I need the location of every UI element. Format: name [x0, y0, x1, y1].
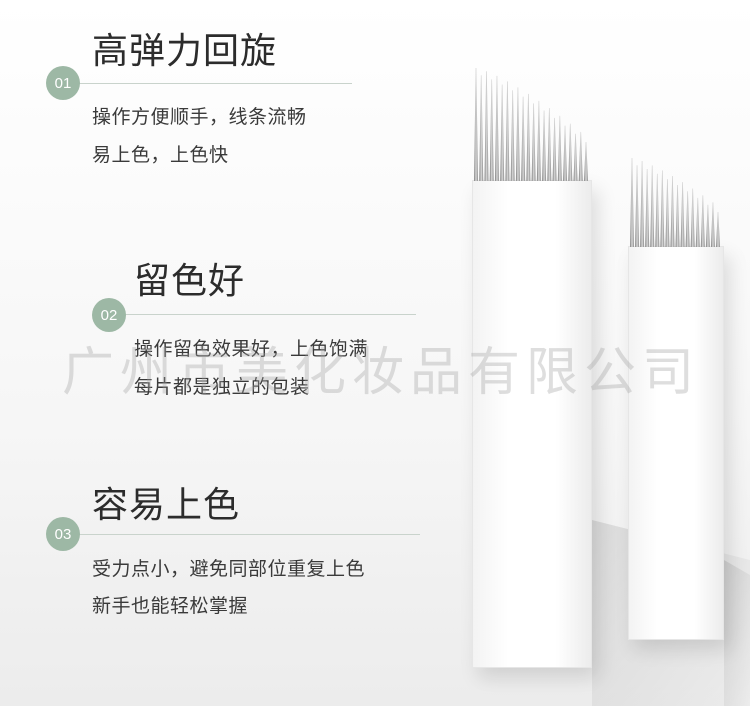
feature-1-line-2: 易上色，上色快	[92, 144, 229, 166]
large-blade-needle	[521, 96, 526, 181]
feature-1-line-1: 操作方便顺手，线条流畅	[92, 106, 307, 128]
large-blade-needle	[542, 110, 547, 181]
large-blade-needle	[494, 75, 499, 181]
large-blade-needle	[547, 108, 552, 181]
large-blade-needle	[510, 90, 515, 181]
feature-2-badge: 02	[92, 298, 126, 332]
feature-2-title: 留色好	[134, 261, 246, 302]
small-blade-needle	[670, 176, 675, 247]
small-blade-needle	[710, 202, 715, 247]
large-blade-needle	[500, 84, 505, 181]
small-blade-needle	[650, 165, 655, 247]
feature-3-divider	[62, 534, 420, 535]
small-blade-needle	[695, 197, 700, 247]
small-blade-needle	[655, 173, 660, 247]
large-blade-needle	[578, 131, 583, 181]
large-blade-needle	[489, 79, 494, 181]
large-blade-needle	[536, 100, 541, 181]
feature-3-line-2: 新手也能轻松掌握	[92, 595, 249, 617]
large-blade-needle	[505, 81, 510, 181]
large-blade-needle	[484, 71, 489, 181]
large-blade-needle	[479, 75, 484, 181]
large-blade-needle	[568, 123, 573, 181]
large-blade-needle	[526, 93, 531, 181]
feature-1-badge: 01	[46, 66, 80, 100]
feature-3-badge: 03	[46, 517, 80, 551]
small-blade-needle	[635, 165, 640, 247]
feature-3-line-1: 受力点小，避免同部位重复上色	[92, 558, 366, 580]
feature-1-title: 高弹力回旋	[92, 31, 278, 72]
large-blade-needle	[557, 115, 562, 181]
small-blade-needle	[680, 182, 685, 247]
feature-2-line-2: 每片都是独立的包装	[134, 376, 310, 398]
small-blade-needle	[685, 191, 690, 247]
small-blade-needle	[630, 158, 634, 247]
small-blade-needle	[675, 184, 680, 247]
large-blade-needle	[474, 68, 478, 181]
small-blade-needle	[665, 179, 670, 247]
small-blade-needle	[640, 160, 645, 247]
small-blade-needle	[660, 170, 665, 247]
feature-2-line-1: 操作留色效果好，上色饱满	[134, 338, 369, 360]
large-blade-needle	[515, 87, 520, 181]
small-blade-needle	[700, 195, 705, 247]
large-blade-needle	[531, 103, 536, 181]
feature-3-title: 容易上色	[92, 485, 241, 526]
large-blade-needle	[584, 142, 588, 181]
large-blade-needle	[573, 133, 578, 181]
feature-2-divider	[106, 314, 416, 315]
small-blade-needle	[716, 212, 720, 247]
feature-1-divider	[62, 83, 352, 84]
small-blade-needle	[645, 169, 650, 247]
large-blade-needle	[563, 125, 568, 181]
small-blade-needle	[690, 188, 695, 247]
small-blade-needle	[705, 204, 710, 247]
small-blade-body	[628, 246, 724, 640]
large-blade-needle	[552, 117, 557, 181]
large-blade-body	[472, 180, 592, 668]
